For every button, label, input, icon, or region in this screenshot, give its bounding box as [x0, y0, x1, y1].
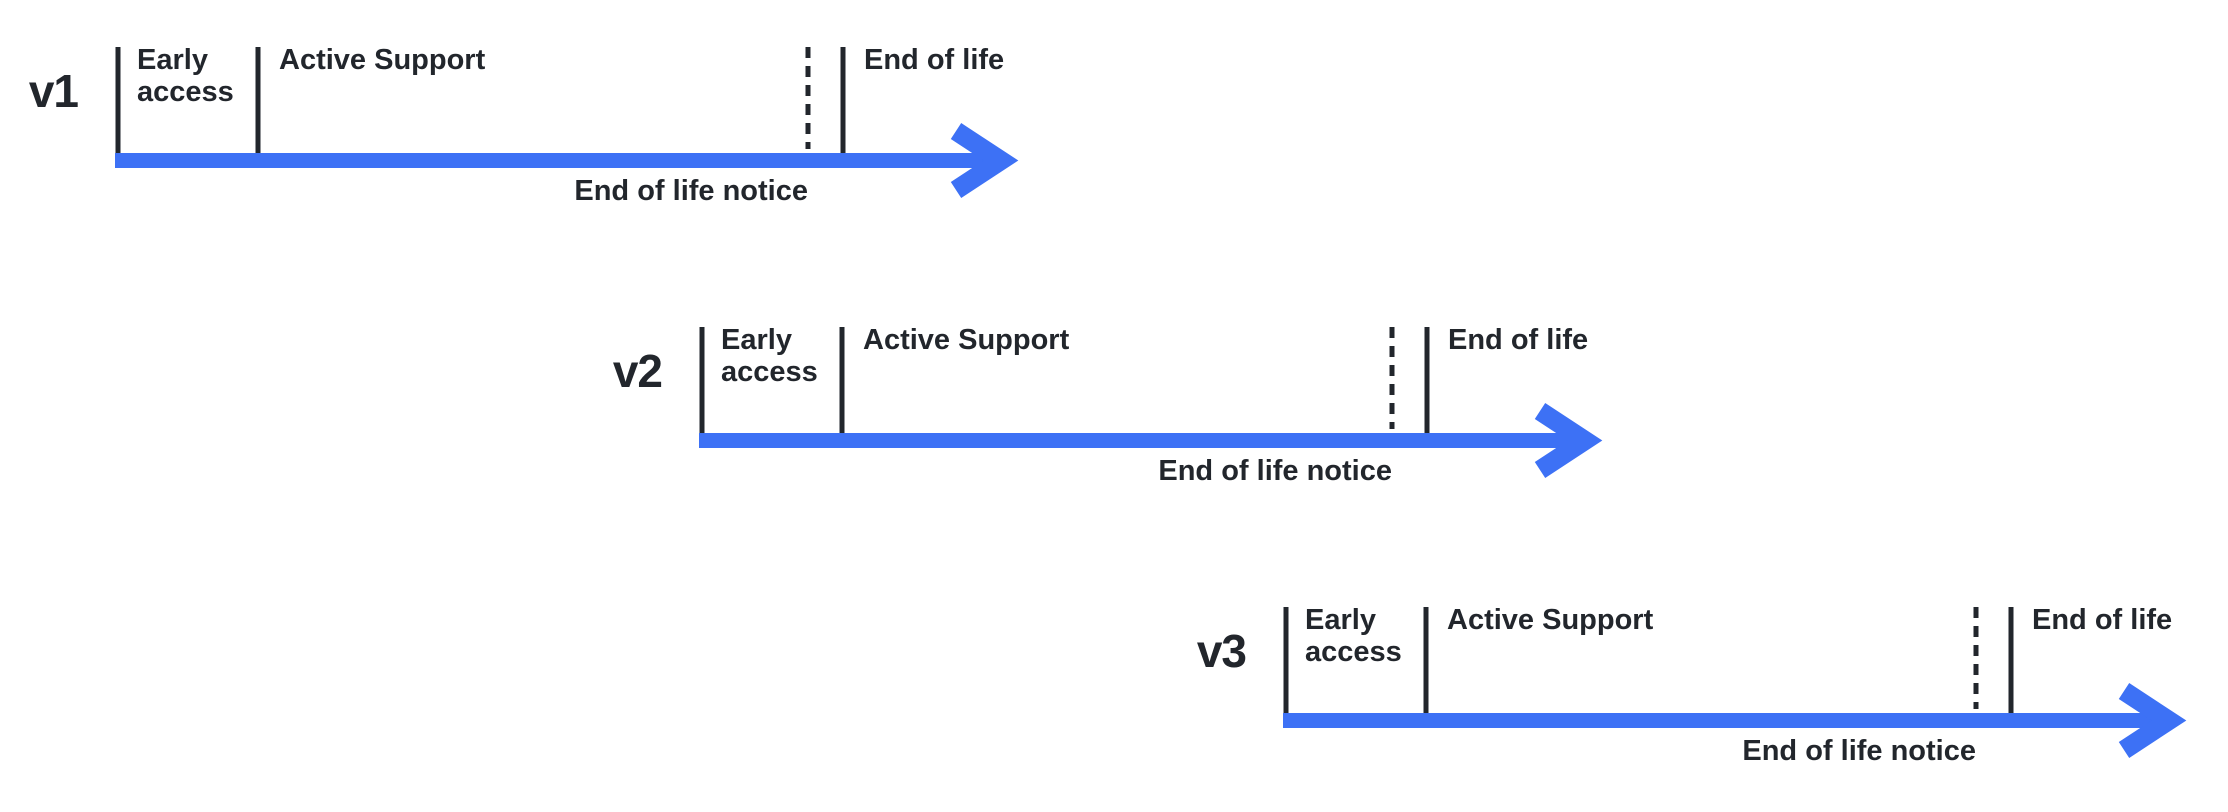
timeline-v2-graphic: [699, 327, 1603, 478]
early-access-label: Early access: [1305, 604, 1402, 668]
active-support-label: Active Support: [279, 44, 486, 76]
end-of-life-label: End of life: [1448, 324, 1589, 356]
early-access-label: Early access: [721, 324, 818, 388]
end-of-life-notice-label: End of life notice: [574, 175, 808, 207]
version-label: v2: [612, 345, 663, 397]
timeline-v2: v2 Early access Active Support End of li…: [582, 324, 1642, 512]
timeline-arrow-head: [2118, 683, 2187, 758]
timeline-arrow-shaft: [115, 153, 1001, 168]
active-support-label: Active Support: [1447, 604, 1654, 636]
version-label: v3: [1196, 625, 1247, 677]
timeline-v1-graphic: [115, 47, 1019, 198]
timeline-arrow-head: [1534, 403, 1603, 478]
end-of-life-label: End of life: [2032, 604, 2173, 636]
active-support-label: Active Support: [863, 324, 1070, 356]
end-of-life-notice-label: End of life notice: [1742, 735, 1976, 767]
version-label: v1: [28, 65, 79, 117]
early-access-label: Early access: [137, 44, 234, 108]
end-of-life-label: End of life: [864, 44, 1005, 76]
timeline-v3-graphic: [1283, 607, 2187, 758]
timeline-arrow-shaft: [1283, 713, 2169, 728]
timeline-arrow-shaft: [699, 433, 1585, 448]
end-of-life-notice-label: End of life notice: [1158, 455, 1392, 487]
timeline-arrow-head: [950, 123, 1019, 198]
timeline-v1: v1 Early access Active Support End of li…: [0, 44, 1058, 232]
timeline-v3: v3 Early access Active Support End of li…: [1166, 604, 2226, 792]
